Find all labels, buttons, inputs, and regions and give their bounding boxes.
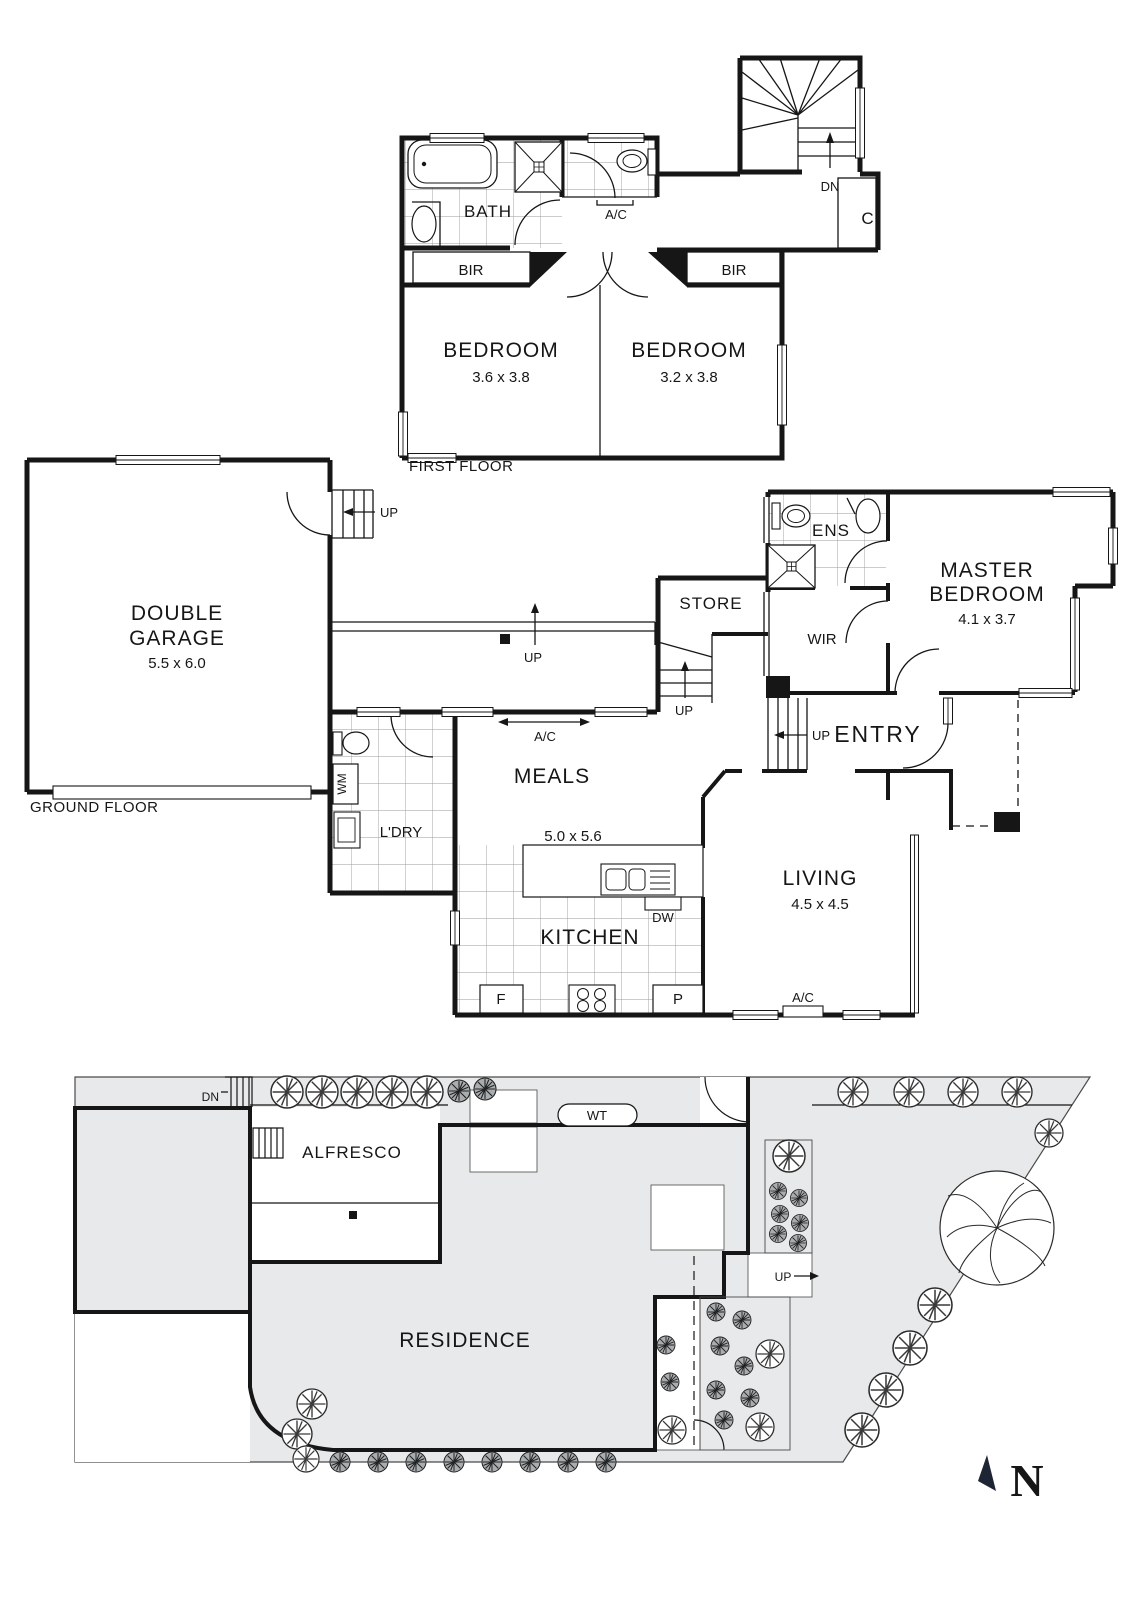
living-dims: 4.5 x 4.5: [791, 896, 849, 913]
ac-label-living: A/C: [792, 990, 814, 1005]
bir-right-box: [686, 251, 781, 284]
up-label-garage: UP: [380, 505, 398, 520]
ground-floor-windows: [115, 455, 1118, 1020]
shower-icon-ff: [514, 141, 563, 193]
bedroom2-dims: 3.2 x 3.8: [660, 369, 718, 386]
up-label-entry: UP: [812, 728, 830, 743]
wir-label: WIR: [807, 631, 836, 648]
cupboard-box: [837, 177, 877, 249]
bedroom1-label: BEDROOM: [443, 339, 559, 362]
pantry-label: P: [673, 991, 683, 1008]
bir-left-box: [412, 251, 531, 284]
pantry-box: [652, 984, 704, 1014]
dishwasher-box: [644, 896, 682, 911]
dw-label: DW: [652, 910, 674, 925]
basin-icon-ens: [855, 498, 881, 534]
deck-step-b: [469, 1126, 538, 1173]
site-dn-label: DN: [202, 1090, 219, 1104]
north-compass: N: [978, 1455, 1044, 1506]
toilet-icon-ff: [616, 148, 657, 176]
alfresco-post: [349, 1211, 357, 1219]
up-label-store: UP: [675, 703, 693, 718]
toilet-icon-laundry: [332, 731, 370, 756]
bir-right-label: BIR: [721, 262, 746, 279]
alfresco-label: ALFRESCO: [302, 1143, 402, 1162]
cooktop-icon: [568, 984, 616, 1014]
garage-label-1: DOUBLE: [131, 602, 223, 625]
large-tree-icon: [939, 1170, 1055, 1286]
laundry-trough-icon: [333, 811, 361, 849]
kitchen-label: KITCHEN: [540, 926, 639, 949]
store-label: STORE: [679, 594, 742, 613]
cupboard-label: C: [861, 209, 874, 228]
sink-icon: [600, 863, 676, 896]
residence-outline: [75, 1077, 750, 1452]
toilet-icon-ens: [771, 502, 811, 530]
ac-label-meals: A/C: [534, 729, 556, 744]
meals-label: MEALS: [514, 765, 590, 788]
bath-label: BATH: [464, 202, 512, 221]
wm-label: WM: [335, 773, 349, 794]
ground-floor-title: GROUND FLOOR: [30, 799, 159, 816]
water-tank-label: WT: [587, 1108, 607, 1123]
entry-label: ENTRY: [834, 721, 922, 747]
site-plan: DN ALFRESCO WT RESIDENCE UP: [73, 1075, 1092, 1473]
shower-icon-ens: [767, 544, 816, 589]
site-up-label: UP: [775, 1270, 792, 1284]
dn-label-ff: DN: [821, 179, 840, 194]
master-label-2: BEDROOM: [929, 583, 1045, 606]
ground-floor-plan: DOUBLE GARAGE 5.5 x 6.0 UP UP UP STORE E…: [24, 455, 1118, 1020]
bir-left-label: BIR: [458, 262, 483, 279]
ens-label: ENS: [812, 521, 850, 540]
porch-dashed-outline: [952, 700, 1019, 827]
robe-door-wedge-right: [648, 252, 687, 287]
driveway-area: [75, 1312, 250, 1462]
first-floor-title: FIRST FLOOR: [409, 458, 513, 475]
garage-door: [52, 785, 312, 800]
ground-floor-arrows: [343, 508, 807, 739]
robe-door-wedge-left: [530, 252, 567, 287]
garage-dims: 5.5 x 6.0: [148, 655, 206, 672]
residence-label: RESIDENCE: [399, 1329, 531, 1352]
bedroom2-label: BEDROOM: [631, 339, 747, 362]
water-tank: [557, 1103, 638, 1127]
up-label-hall: UP: [524, 650, 542, 665]
ac-unit-living: [782, 1005, 824, 1018]
alfresco-area: [250, 1107, 440, 1262]
master-dims: 4.1 x 3.7: [958, 611, 1016, 628]
dn-arrow-head: [826, 132, 834, 143]
fridge-label: F: [496, 991, 505, 1008]
north-letter: N: [1010, 1455, 1043, 1506]
laundry-label: L'DRY: [380, 824, 423, 841]
porch-post: [994, 812, 1020, 832]
north-arrow-icon: [978, 1455, 996, 1491]
porch-recess: [700, 1077, 748, 1123]
master-label-1: MASTER: [940, 559, 1034, 582]
garage-label-2: GARAGE: [129, 627, 225, 650]
basin-icon-ff: [411, 205, 437, 243]
garden-bed-lower: [699, 1296, 791, 1451]
first-floor-plan: BATH A/C DN C BIR BIR BEDROOM 3.6 x 3.8 …: [398, 55, 881, 475]
bedroom1-dims: 3.6 x 3.8: [472, 369, 530, 386]
site-up-arrow-head: [810, 1272, 819, 1280]
washing-machine-box: [332, 763, 359, 805]
bathtub-icon: [407, 139, 498, 189]
void-solid-block: [766, 676, 790, 698]
fridge-box: [479, 984, 524, 1014]
living-label: LIVING: [783, 867, 858, 890]
first-floor-windows: [398, 87, 865, 463]
courtyard-area: [650, 1184, 725, 1251]
ac-label-ff: A/C: [605, 207, 627, 222]
walkway-area: [747, 1252, 813, 1298]
meals-dims: 5.0 x 5.6: [544, 828, 602, 845]
